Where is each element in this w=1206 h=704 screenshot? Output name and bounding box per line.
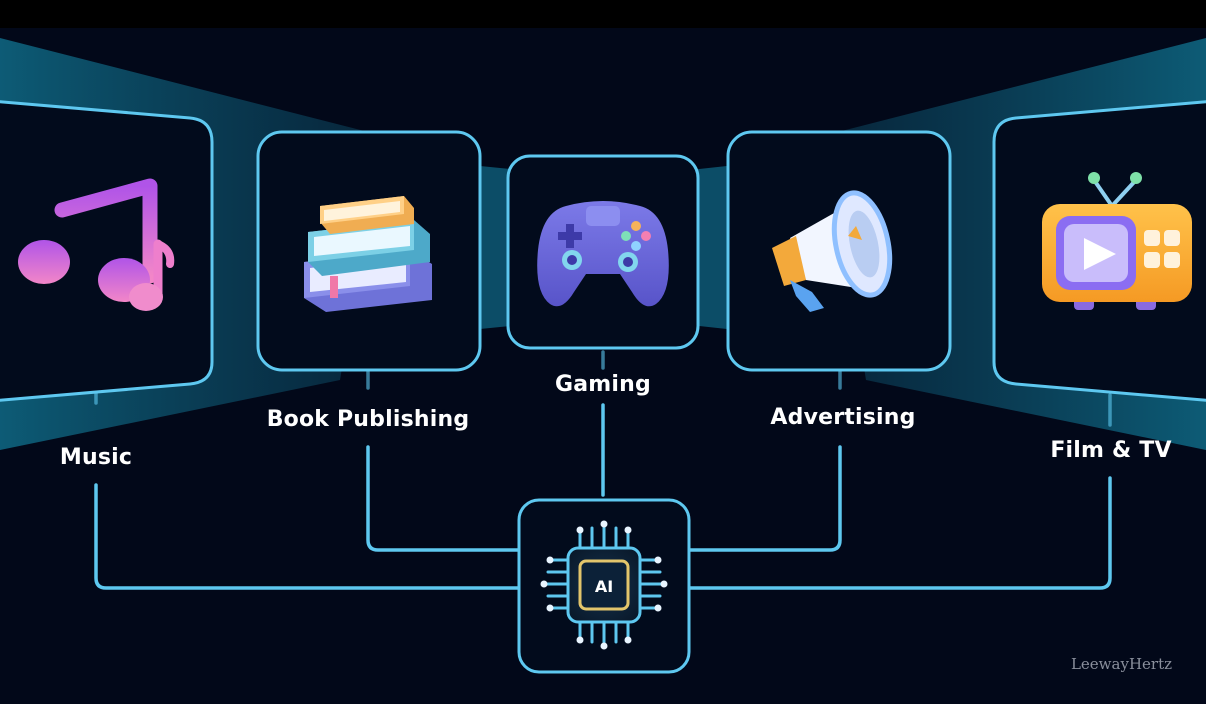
node-card-advertising <box>726 130 952 372</box>
node-label-gaming: Gaming <box>555 372 651 397</box>
node-label-film-tv: Film & TV <box>1050 438 1172 463</box>
megaphone-icon <box>772 190 893 312</box>
ai-chip-icon: AI <box>540 520 668 650</box>
node-card-gaming <box>506 154 700 350</box>
retro-tv-icon <box>1042 172 1192 310</box>
node-card-film-tv <box>992 100 1206 402</box>
hub-label: AI <box>595 577 613 596</box>
gamepad-icon <box>537 201 669 307</box>
node-card-music <box>0 100 214 402</box>
watermark-logo: LeewayHertz <box>1070 655 1172 673</box>
music-notes-icon <box>18 178 175 311</box>
books-stack-icon <box>304 196 432 312</box>
node-label-book-publishing: Book Publishing <box>266 407 470 432</box>
node-label-advertising: Advertising <box>770 405 916 430</box>
ai-hub: AI <box>517 498 691 674</box>
node-card-book-publishing <box>256 130 482 372</box>
connector-lines <box>94 350 1112 590</box>
top-bar <box>0 0 1206 28</box>
node-label-music: Music <box>59 445 133 470</box>
